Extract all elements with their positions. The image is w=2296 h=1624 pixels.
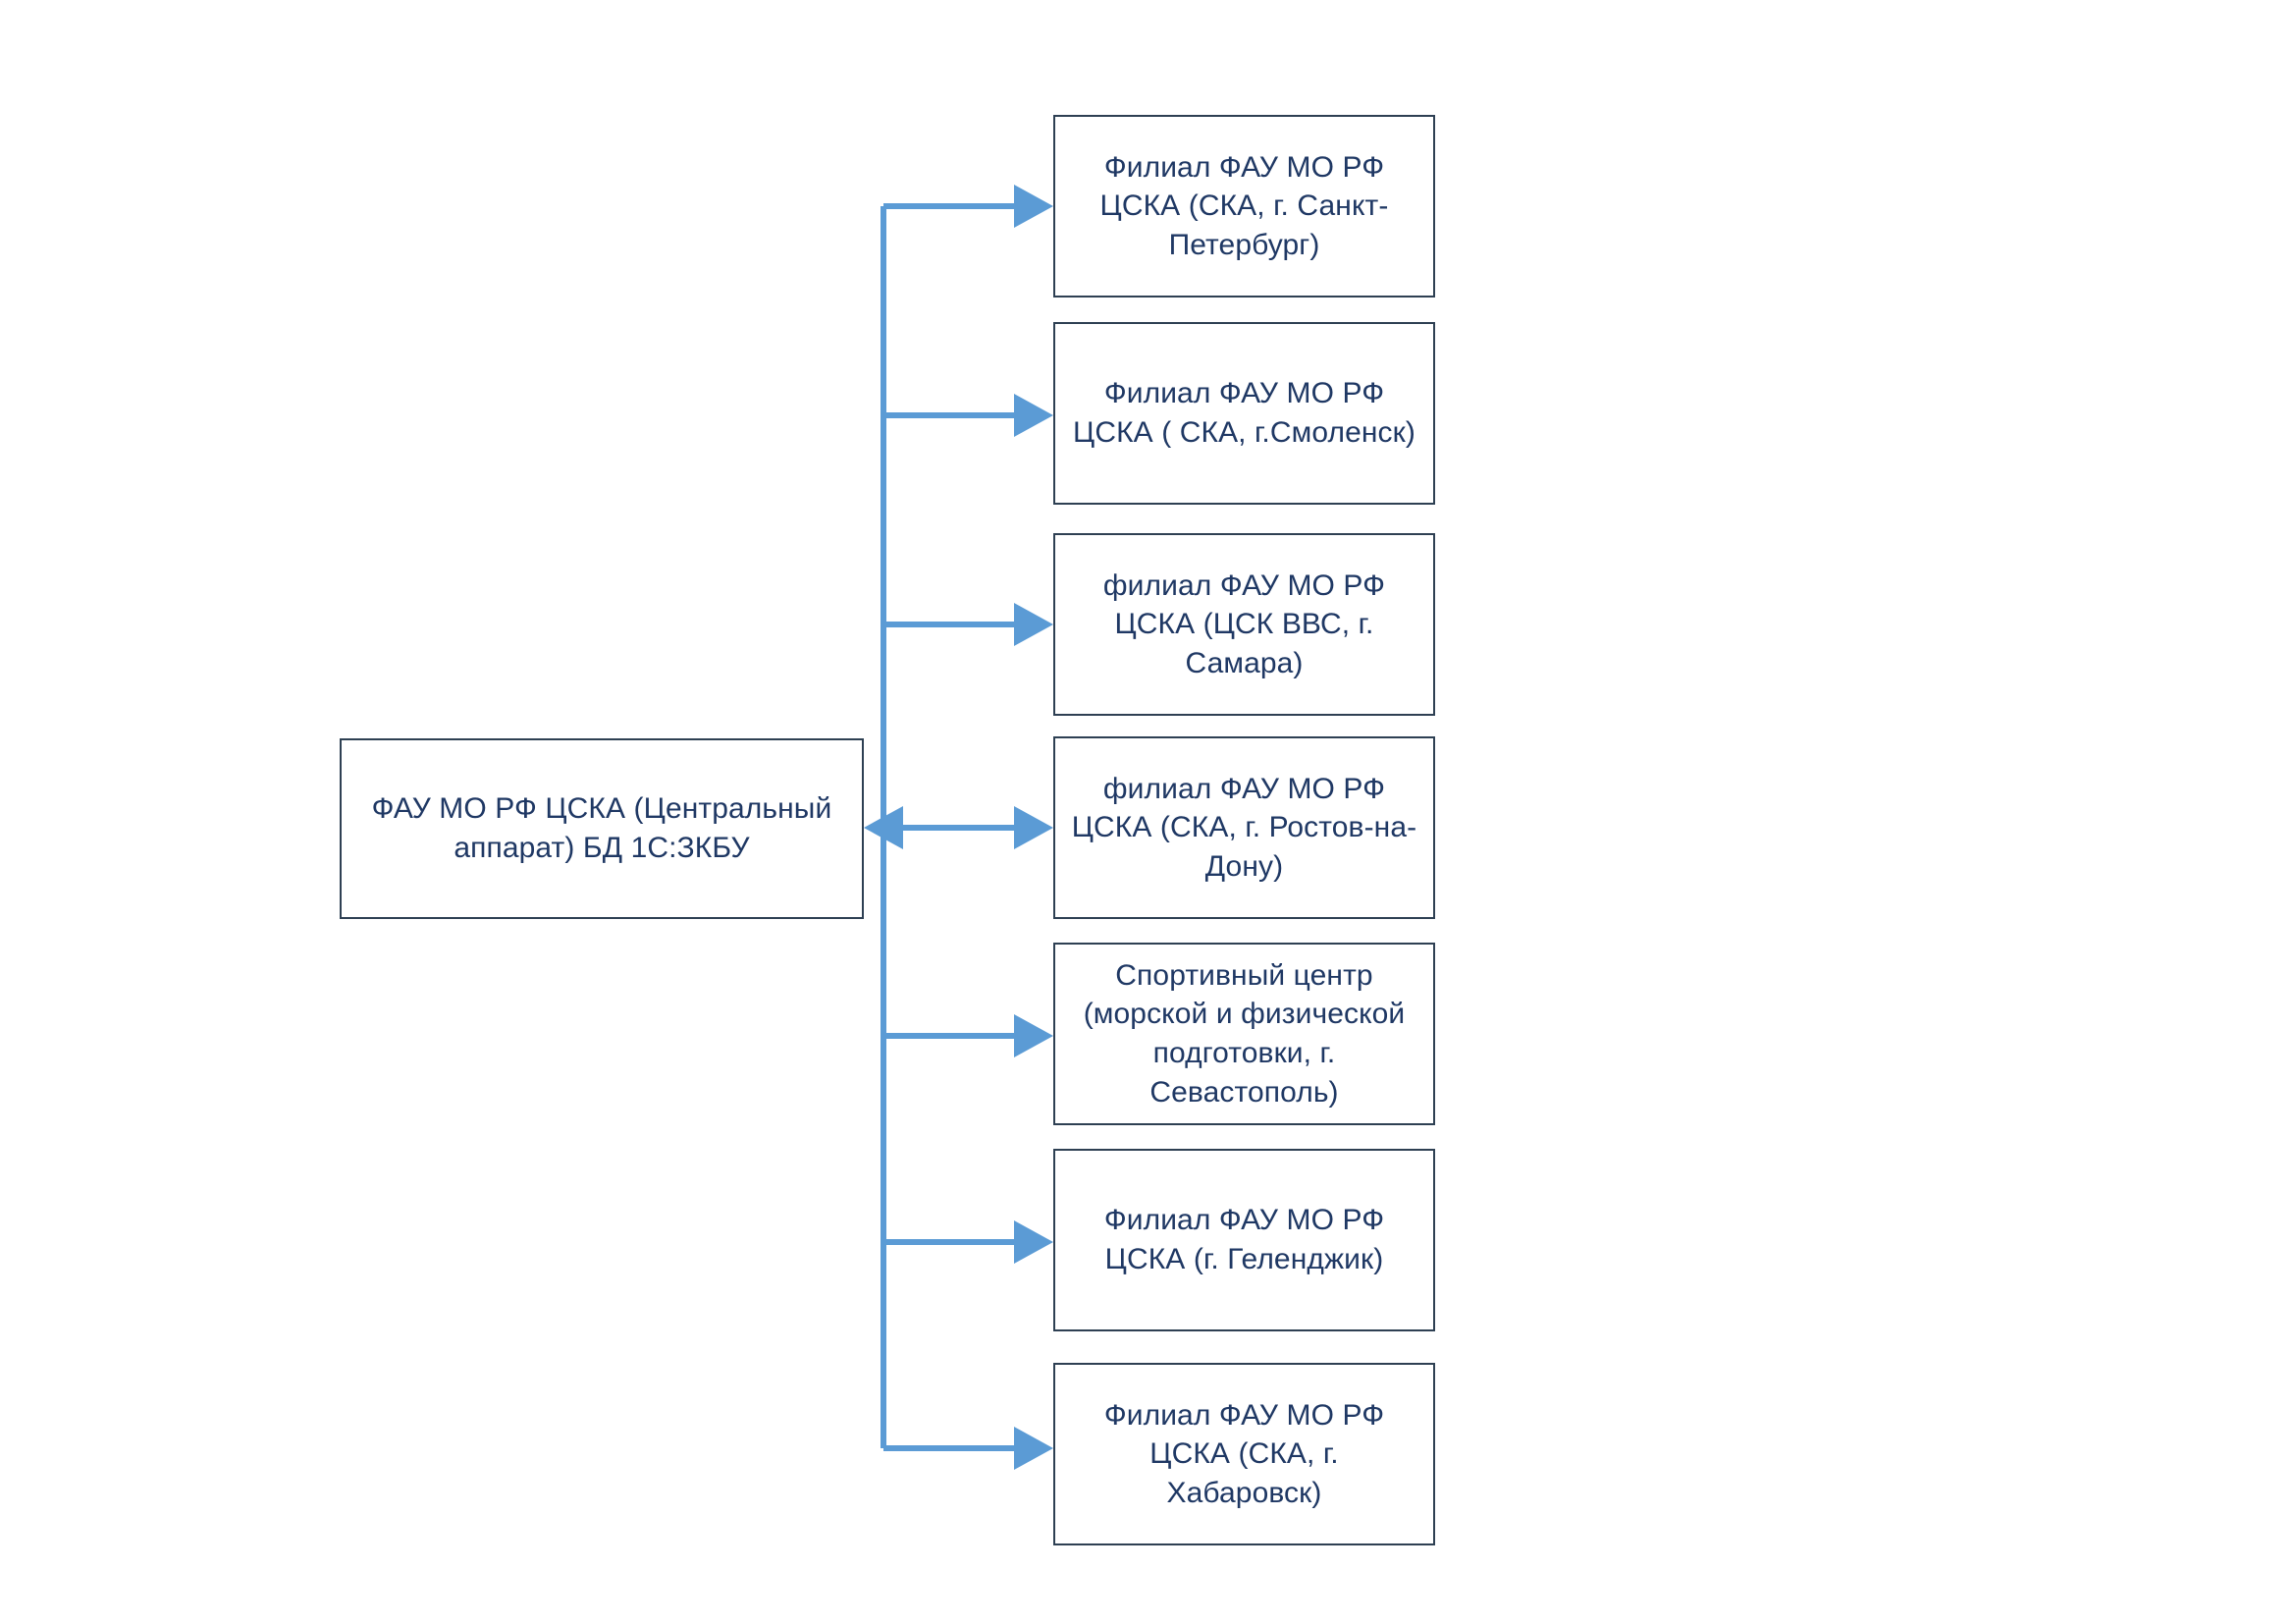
node-branch-saint-petersburg[interactable]: Филиал ФАУ МО РФ ЦСКА (СКА, г. Санкт-Пет…	[1053, 115, 1435, 298]
node-branch-khabarovsk[interactable]: Филиал ФАУ МО РФ ЦСКА (СКА, г. Хабаровск…	[1053, 1363, 1435, 1545]
node-branch-gelendzhik[interactable]: Филиал ФАУ МО РФ ЦСКА (г. Геленджик)	[1053, 1149, 1435, 1331]
node-central-apparatus[interactable]: ФАУ МО РФ ЦСКА (Центральный аппарат) БД …	[340, 738, 864, 919]
node-branch-samara[interactable]: филиал ФАУ МО РФ ЦСКА (ЦСК ВВС, г. Самар…	[1053, 533, 1435, 716]
node-branch-sevastopol[interactable]: Спортивный центр (морской и физической п…	[1053, 943, 1435, 1125]
node-branch-smolensk[interactable]: Филиал ФАУ МО РФ ЦСКА ( СКА, г.Смоленск)	[1053, 322, 1435, 505]
node-branch-rostov-na-donu[interactable]: филиал ФАУ МО РФ ЦСКА (СКА, г. Ростов-на…	[1053, 736, 1435, 919]
